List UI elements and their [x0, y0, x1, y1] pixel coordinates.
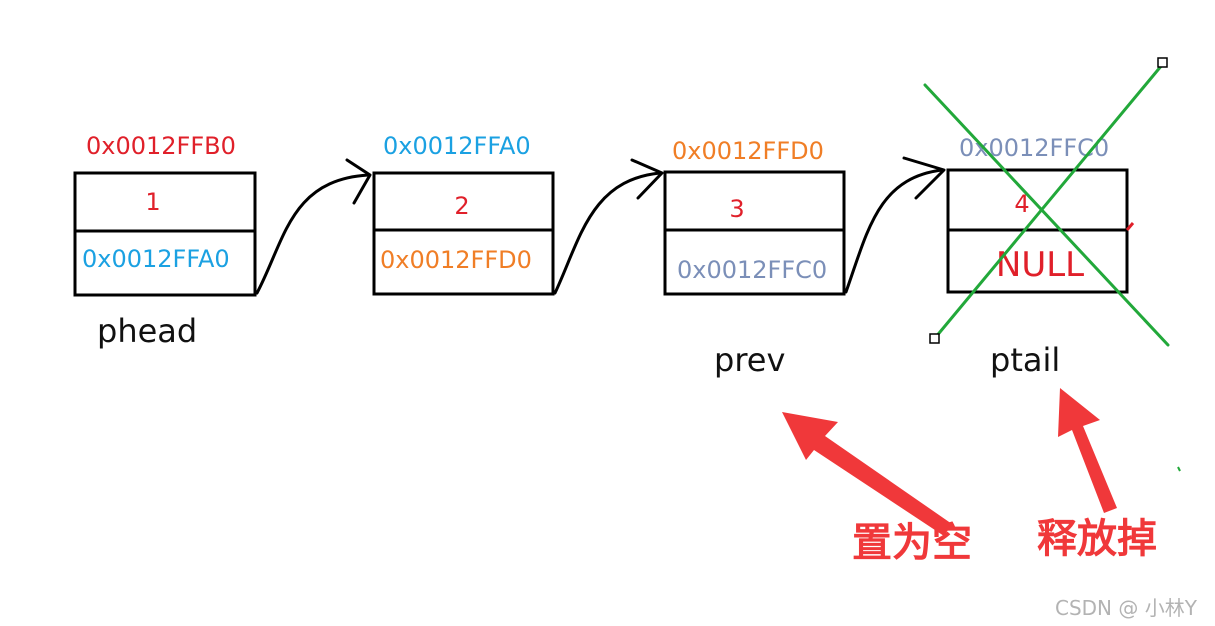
node-3-label: prev — [714, 341, 785, 379]
node-2-next: 0x0012FFD0 — [380, 246, 532, 274]
node-2-box — [372, 171, 555, 296]
node-2-address: 0x0012FFA0 — [383, 132, 531, 160]
node-3-box — [663, 170, 846, 296]
node-3-next: 0x0012FFC0 — [677, 256, 827, 284]
node-4: 0x0012FFC0 4 NULL ptail — [946, 134, 1135, 379]
node-4-red-mark — [1125, 222, 1135, 231]
arrowhead-1-to-2 — [345, 158, 372, 205]
arrowhead-3-to-4 — [902, 156, 946, 200]
delete-cross — [923, 63, 1170, 347]
node-1-next: 0x0012FFA0 — [82, 245, 230, 273]
node-1: 0x0012FFB0 1 0x0012FFA0 phead — [73, 132, 257, 350]
red-arrow-to-ptail — [1058, 388, 1117, 513]
node-1-address: 0x0012FFB0 — [86, 132, 236, 160]
node-4-next-null: NULL — [996, 245, 1084, 285]
annotation-free: 释放掉 — [1037, 516, 1157, 562]
cross-line-1 — [923, 83, 1170, 347]
node-2: 0x0012FFA0 2 0x0012FFD0 — [372, 132, 555, 296]
arrowhead-2-to-3 — [630, 158, 664, 200]
node-1-label: phead — [97, 312, 197, 350]
red-arrow-to-prev — [782, 412, 952, 536]
arrow-1-to-2 — [255, 173, 370, 295]
node-3: 0x0012FFD0 3 0x0012FFC0 prev — [663, 137, 846, 379]
arrow-2-to-3 — [553, 171, 662, 295]
node-4-value: 4 — [1014, 190, 1029, 218]
cross-handle-bottom — [929, 333, 940, 344]
watermark: CSDN @ 小林Y — [1055, 596, 1198, 620]
node-1-value: 1 — [145, 188, 160, 216]
node-3-value: 3 — [729, 195, 744, 223]
node-2-value: 2 — [454, 192, 469, 220]
link-arrows — [255, 156, 946, 295]
cross-line-2 — [933, 63, 1164, 340]
node-1-box — [73, 171, 257, 297]
green-speck — [1177, 466, 1181, 472]
annotation-set-null: 置为空 — [852, 520, 972, 566]
node-4-label: ptail — [990, 341, 1060, 379]
cross-handle-top — [1157, 57, 1168, 68]
arrow-3-to-4 — [844, 168, 944, 294]
node-3-address: 0x0012FFD0 — [672, 137, 824, 165]
